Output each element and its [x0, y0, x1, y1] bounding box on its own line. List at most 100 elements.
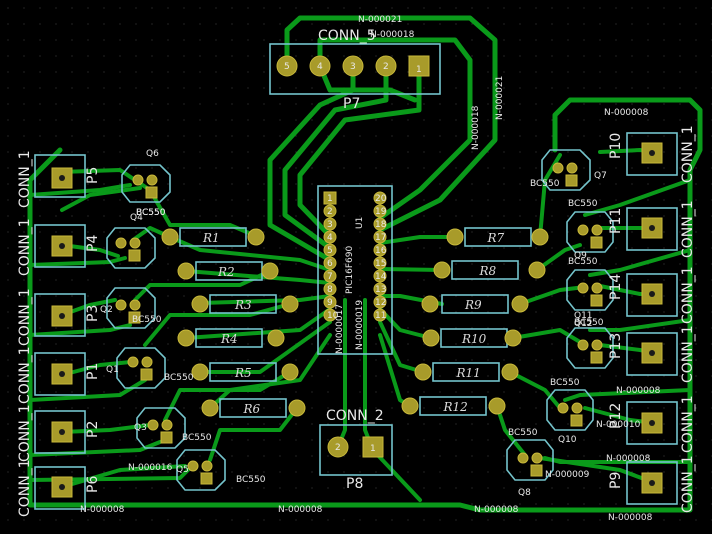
resistor-label-r3: R3	[234, 298, 252, 312]
q11-pad-b	[591, 282, 603, 294]
right-transistors: Q7BC550Q9BC550Q11BC550Q12BC550Q10BC550Q8…	[508, 162, 607, 498]
ic-pin-12	[373, 295, 387, 309]
q10-pad-c	[570, 414, 583, 427]
p2-drill	[59, 429, 65, 435]
net-label-n21: N-000021	[358, 15, 402, 25]
p7-pad-1	[408, 55, 430, 77]
ic-pin-9	[323, 295, 337, 309]
net-label-n19: N-0000019	[355, 300, 365, 350]
q7-pad-b	[566, 162, 578, 174]
p7-pin-1: 1	[416, 65, 422, 75]
p7-pin-5: 5	[284, 62, 290, 72]
silkscreen	[34, 43, 678, 510]
transistor-value-q2: BC550	[132, 315, 162, 325]
net-label-n18-vert: N-000018	[471, 105, 481, 150]
transistor-value-q12: BC550	[574, 318, 604, 328]
ic-pin-label-5: 5	[327, 246, 333, 256]
connector-name-p9: CONN_1	[680, 455, 696, 513]
r6-pad-2	[288, 399, 306, 417]
ic-pin-3	[323, 217, 337, 231]
resistor-label-r10: R10	[461, 332, 487, 346]
ic-pin-label-11: 11	[375, 311, 386, 321]
r10-pad-1	[422, 329, 440, 347]
p4-drill	[59, 243, 65, 249]
resistor-label-r2: R2	[217, 265, 235, 279]
ic-pin-18	[373, 217, 387, 231]
r11-pad-2	[501, 363, 519, 381]
ic-pin-15	[373, 256, 387, 270]
labels: CONN_5 P7 CONN_2 P8 5 4 3 2 1 2 1 N-0000…	[80, 15, 661, 523]
p7-pad-3	[342, 55, 364, 77]
q6-pad-e	[132, 174, 144, 186]
p6-drill	[59, 484, 65, 490]
resistor-label-r11: R11	[456, 366, 481, 380]
transistor-value-q9: BC550	[568, 199, 598, 209]
r1-pad-2	[247, 228, 265, 246]
r5-pad-1	[191, 363, 209, 381]
connector-name-p6: CONN_1	[17, 459, 33, 517]
connector-name-p2: CONN_1	[17, 404, 33, 462]
connector-name-p14: CONN_1	[680, 266, 696, 324]
connector-name-p12: CONN_1	[680, 395, 696, 453]
connector-name-p11: CONN_1	[680, 200, 696, 258]
q4-pad-e	[115, 237, 127, 249]
ic-pin-label-20: 20	[375, 194, 387, 204]
r8-pad-2	[528, 261, 546, 279]
q9-pad-e	[577, 224, 589, 236]
p7-pad-2	[375, 55, 397, 77]
ic-pin-2	[323, 204, 337, 218]
ic-pin-5	[323, 243, 337, 257]
conn5-name: CONN_5	[318, 28, 376, 44]
connector-ref-p14: P14	[608, 274, 624, 300]
q11-pad-c	[590, 294, 603, 307]
r12-pad-2	[488, 397, 506, 415]
transistor-value-q6: BC550	[136, 208, 166, 218]
resistor-label-r1: R1	[202, 231, 220, 245]
connector-name-p4: CONN_1	[17, 218, 33, 276]
left-connectors: P5CONN_1P4CONN_1P3CONN_1P1CONN_1P2CONN_1…	[17, 150, 101, 517]
q5-pad-c	[200, 472, 213, 485]
r7-pad-1	[446, 228, 464, 246]
transistor-ref-q4: Q4	[130, 213, 143, 223]
q5-pad-e	[187, 460, 199, 472]
ic-pin-label-14: 14	[375, 272, 387, 282]
connector-ref-p5: P5	[85, 167, 101, 184]
r4-pad-1	[177, 329, 195, 347]
p8-pin-1: 1	[370, 444, 376, 454]
connector-ref-p3: P3	[85, 305, 101, 322]
q8-pad-c	[530, 464, 543, 477]
ic-pin-label-13: 13	[375, 285, 386, 295]
ic-pin-label-17: 17	[375, 233, 386, 243]
transistor-ref-q11: Q11	[574, 311, 593, 321]
p10-drill	[649, 150, 655, 156]
transistor-value-q7: BC550	[530, 179, 560, 189]
p3-drill	[59, 313, 65, 319]
connector-ref-p4: P4	[85, 235, 101, 252]
r3-pad-2	[281, 295, 299, 313]
ic-pin-7	[323, 269, 337, 283]
connector-ref-p11: P11	[608, 208, 624, 234]
ic-pin-label-10: 10	[327, 311, 339, 321]
net-label-n8-bottom-mid2: N-000008	[474, 505, 519, 515]
r5-pad-2	[281, 363, 299, 381]
net-label-n8-right2: N-000008	[606, 454, 651, 464]
connector-ref-p1: P1	[85, 363, 101, 380]
r4-pad-2	[267, 329, 285, 347]
q2-pad-e	[115, 299, 127, 311]
r9-pad-2	[511, 295, 529, 313]
transistor-value-q5: BC550	[236, 475, 266, 485]
ic-pin-6	[323, 256, 337, 270]
transistor-ref-q7: Q7	[594, 171, 607, 181]
net-label-n17: N-0000017	[335, 304, 345, 354]
ic-pin-13	[373, 282, 387, 296]
ic-value: PIC16F690	[345, 246, 355, 294]
p11-drill	[649, 225, 655, 231]
ic-pin-label-18: 18	[375, 220, 387, 230]
r9-pad-1	[421, 295, 439, 313]
r6-pad-1	[201, 399, 219, 417]
transistor-ref-q2: Q2	[100, 305, 113, 315]
p7-pad-4	[309, 55, 331, 77]
conn2-ref: P8	[346, 476, 363, 492]
transistor-value-q10: BC550	[550, 378, 580, 388]
